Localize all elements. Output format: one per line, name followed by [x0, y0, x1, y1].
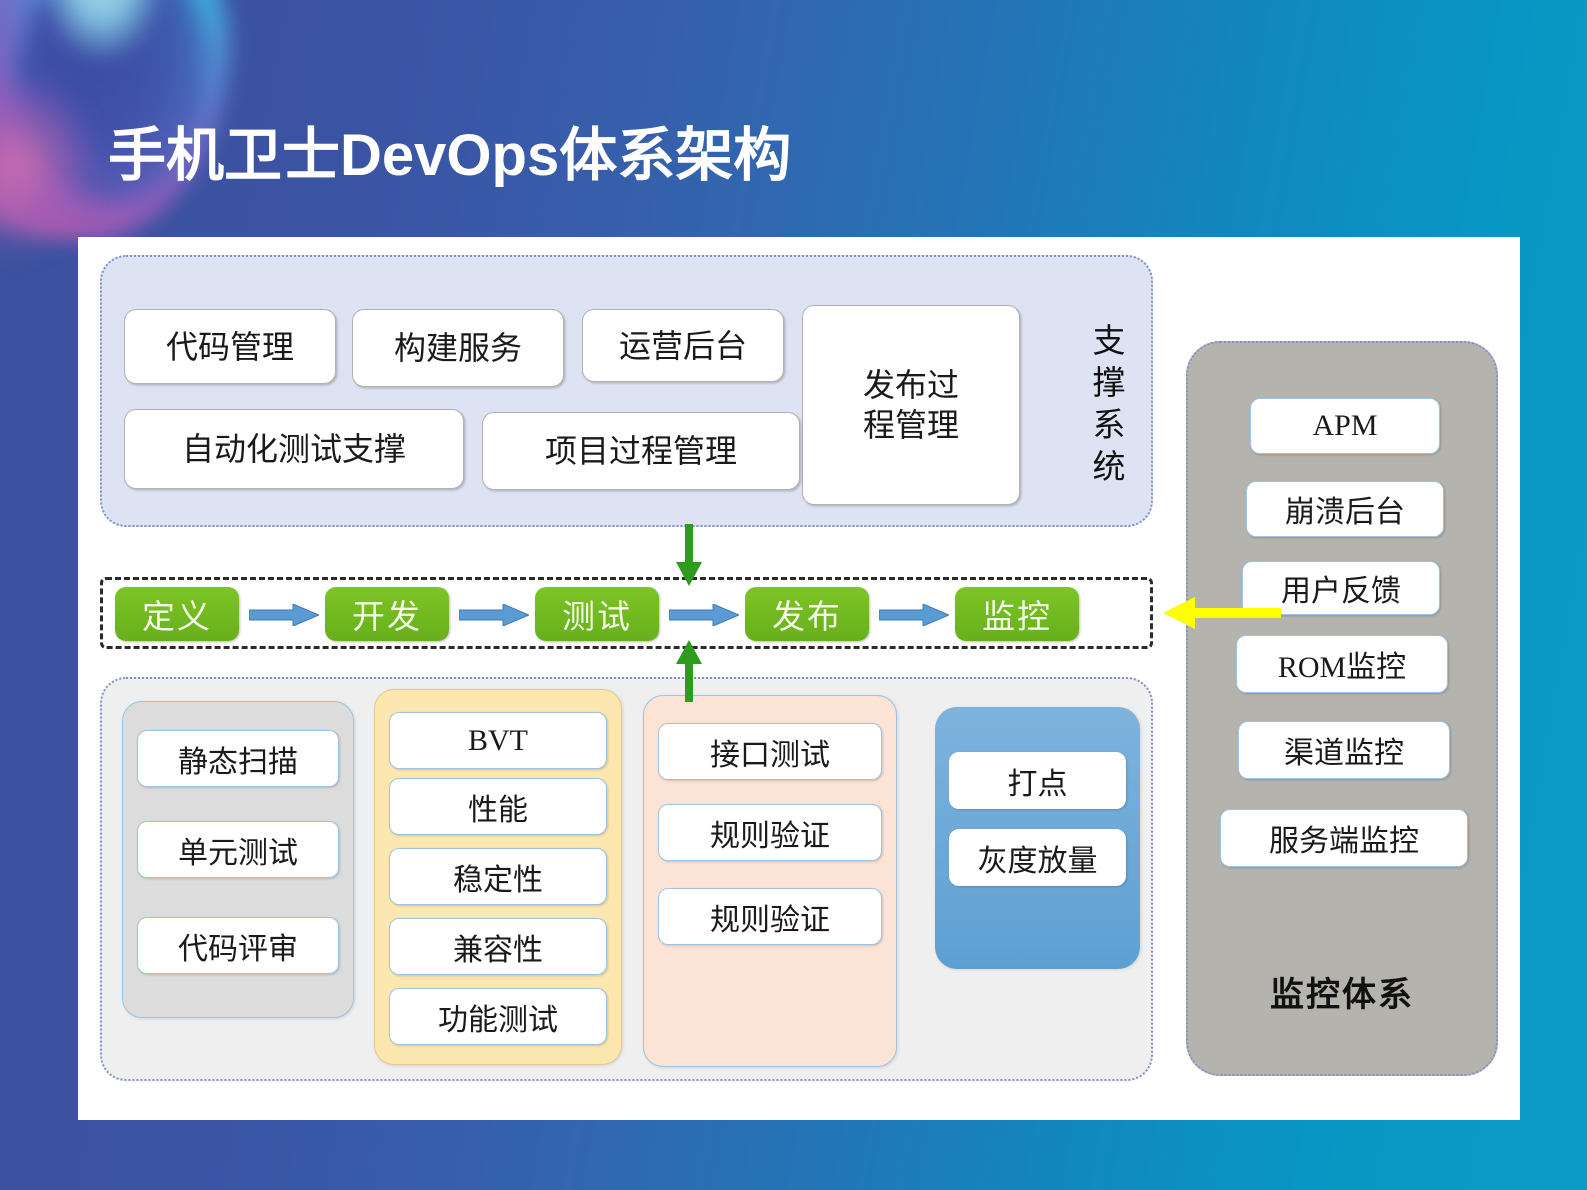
support-box-code-management[interactable]: 代码管理 [124, 309, 336, 384]
column-app-testing: BVT 性能 稳定性 兼容性 功能测试 [374, 689, 622, 1065]
slide-title: 手机卫士DevOps体系架构 [108, 123, 792, 188]
pipeline-stage-monitor[interactable]: 监控 [955, 587, 1079, 641]
item-compatibility[interactable]: 兼容性 [389, 918, 607, 975]
column-server-testing: 接口测试 规则验证 规则验证 [643, 695, 897, 1067]
support-box-build-service[interactable]: 构建服务 [352, 309, 564, 387]
pipeline-arrow-icon [879, 604, 949, 626]
arrow-quality-to-test-icon [676, 640, 702, 702]
item-functional-test[interactable]: 功能测试 [389, 988, 607, 1045]
swirl-layer-magenta [0, 80, 92, 250]
support-box-project-process-mgmt[interactable]: 项目过程管理 [482, 412, 800, 490]
monitor-item-rom-monitor[interactable]: ROM监控 [1236, 635, 1448, 693]
pipeline-stage-release[interactable]: 发布 [745, 587, 869, 641]
monitor-item-crash-backend[interactable]: 崩溃后台 [1246, 481, 1444, 537]
pipeline-arrow-icon [459, 604, 529, 626]
pipeline-arrow-icon [249, 604, 319, 626]
monitor-item-channel-monitor[interactable]: 渠道监控 [1238, 721, 1450, 779]
support-box-release-process-mgmt[interactable]: 发布过 程管理 [802, 305, 1020, 505]
item-gray-release[interactable]: 灰度放量 [949, 829, 1126, 886]
pipeline-arrow-icon [669, 604, 739, 626]
pipeline-stage-define[interactable]: 定义 [115, 587, 239, 641]
item-performance[interactable]: 性能 [389, 778, 607, 835]
item-rule-validation-1[interactable]: 规则验证 [658, 804, 882, 861]
arrow-monitoring-feedback-icon [1163, 597, 1281, 629]
monitoring-system-title: 监控体系 [1270, 976, 1414, 1014]
monitor-item-apm[interactable]: APM [1250, 398, 1440, 454]
swirl-layer-cyan [42, 0, 162, 60]
item-bvt[interactable]: BVT [389, 712, 607, 769]
item-static-scan[interactable]: 静态扫描 [137, 730, 339, 787]
support-box-automation-test[interactable]: 自动化测试支撑 [124, 409, 464, 489]
item-unit-test[interactable]: 单元测试 [137, 821, 339, 878]
devops-pipeline: 定义 开发 测试 发布 监控 [100, 577, 1153, 649]
item-stability[interactable]: 稳定性 [389, 848, 607, 905]
monitor-item-user-feedback[interactable]: 用户反馈 [1242, 561, 1440, 615]
pipeline-stage-test[interactable]: 测试 [535, 587, 659, 641]
monitoring-system-panel: APM 崩溃后台 用户反馈 ROM监控 渠道监控 服务端监控 监控体系 [1186, 341, 1498, 1076]
column-release-ops: 打点 灰度放量 [935, 707, 1140, 969]
column-code-quality: 静态扫描 单元测试 代码评审 [122, 701, 354, 1018]
quality-activities-panel: 静态扫描 单元测试 代码评审 BVT 性能 稳定性 兼容性 功能测试 接口测试 … [100, 677, 1153, 1081]
pipeline-stage-develop[interactable]: 开发 [325, 587, 449, 641]
support-system-label: 支撑系统 [1087, 323, 1123, 491]
item-rule-validation-2[interactable]: 规则验证 [658, 888, 882, 945]
item-interface-test[interactable]: 接口测试 [658, 723, 882, 780]
support-box-operations-backend[interactable]: 运营后台 [582, 309, 784, 382]
diagram-canvas: 代码管理 构建服务 运营后台 发布过 程管理 自动化测试支撑 项目过程管理 支撑… [78, 237, 1520, 1120]
monitor-item-server-monitor[interactable]: 服务端监控 [1220, 809, 1468, 867]
arrow-support-to-test-icon [676, 524, 702, 586]
item-tracking-point[interactable]: 打点 [949, 752, 1126, 809]
item-code-review[interactable]: 代码评审 [137, 917, 339, 974]
support-system-panel: 代码管理 构建服务 运营后台 发布过 程管理 自动化测试支撑 项目过程管理 支撑… [100, 255, 1153, 527]
